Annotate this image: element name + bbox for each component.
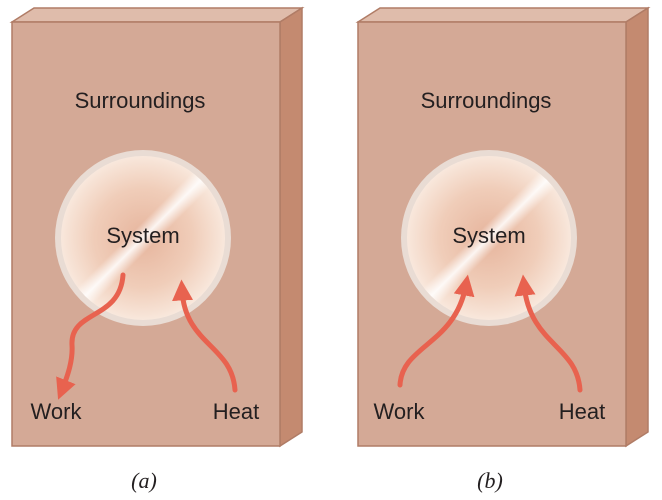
box-top-face: [9, 7, 305, 23]
work-label: Work: [374, 399, 426, 424]
system-label: System: [106, 223, 179, 248]
box-top-face: [355, 7, 651, 23]
caption-a: (a): [131, 468, 157, 493]
surroundings-label: Surroundings: [75, 88, 206, 113]
box-side-face: [625, 6, 649, 448]
work-arrow: [56, 272, 126, 400]
heat-arrow: [514, 274, 583, 393]
caption-b: (b): [477, 468, 503, 493]
surroundings-label: Surroundings: [421, 88, 552, 113]
work-arrow: [397, 274, 475, 388]
panel-a: Surroundings System Work Heat (a): [9, 6, 305, 493]
heat-label: Heat: [559, 399, 605, 424]
box-side-face: [279, 6, 303, 448]
heat-label: Heat: [213, 399, 259, 424]
work-label: Work: [31, 399, 83, 424]
panel-b: Surroundings System Work Heat (b): [355, 6, 651, 493]
heat-arrow: [172, 279, 238, 393]
system-label: System: [452, 223, 525, 248]
